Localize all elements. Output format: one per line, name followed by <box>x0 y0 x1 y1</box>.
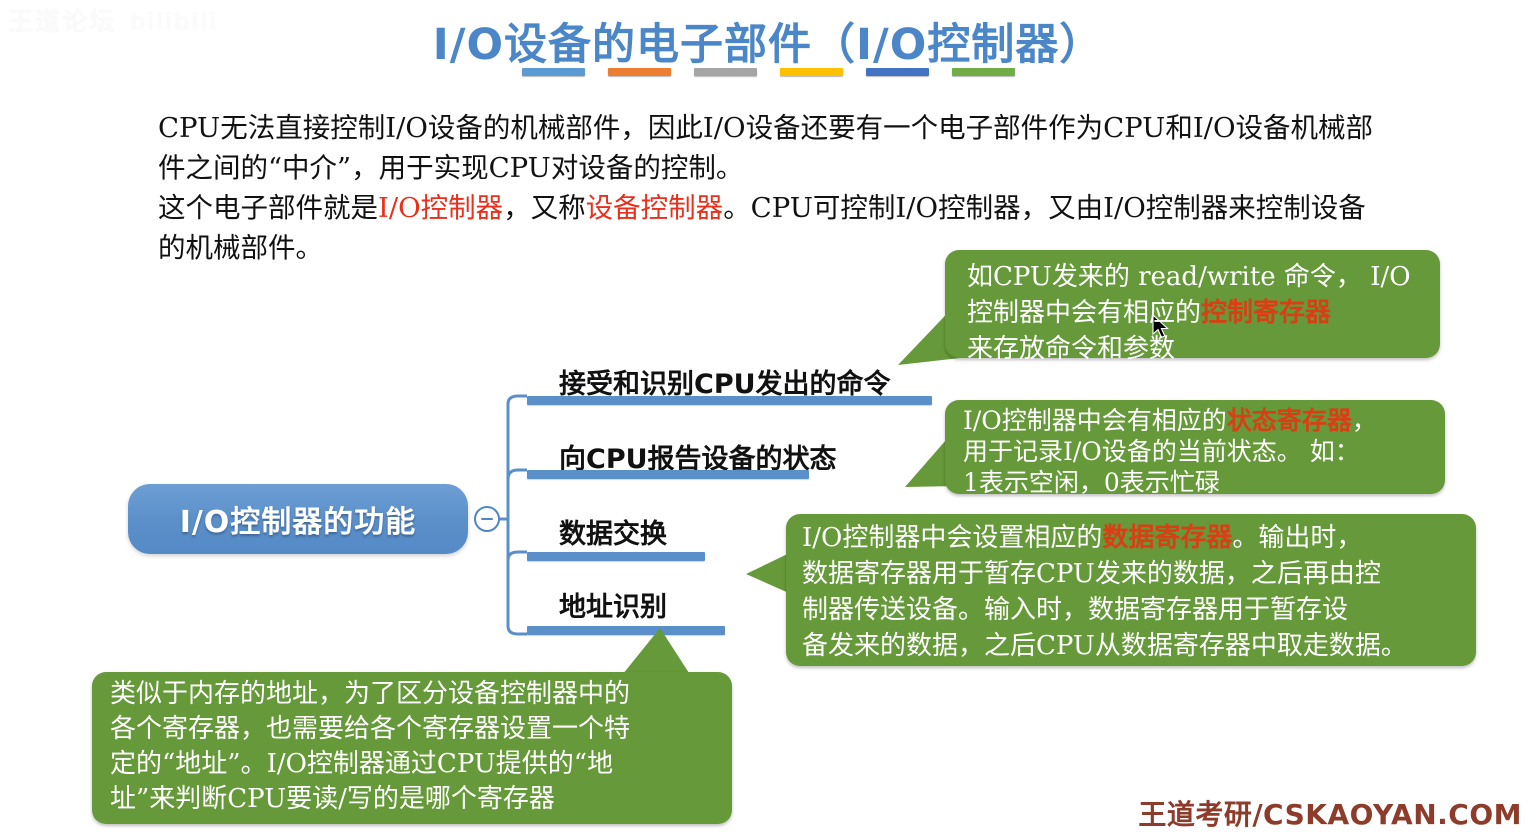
body-paragraph: CPU无法直接控制I/O设备的机械部件，因此I/O设备还要有一个电子部件作为CP… <box>158 108 1448 268</box>
branch-label-data-exchange[interactable]: 数据交换 <box>559 519 667 550</box>
body-highlight-io-controller: I/O控制器 <box>378 192 504 224</box>
callout-4-line-3: 定的“地址”。I/O控制器通过CPU提供的“地 <box>110 749 614 779</box>
accent-bar-2 <box>607 68 671 76</box>
accent-bar-5 <box>865 68 929 76</box>
callout-1-line-2-text: 控制器中会有相应的 <box>967 298 1202 328</box>
callout-2-line-2: 用于记录I/O设备的当前状态。 如： <box>963 437 1360 466</box>
callout-2-line-1: I/O控制器中会有相应的状态寄存器， <box>963 405 1445 436</box>
body-line-3-part-b: ，又称 <box>503 192 586 224</box>
callout-1-line-2: 控制器中会有相应的控制寄存器 <box>967 295 1440 331</box>
callout-3-line-1-text: I/O控制器中会设置相应的 <box>802 523 1103 553</box>
body-line-3-part-a: 这个电子部件就是 <box>158 192 378 224</box>
branch-label-report-status[interactable]: 向CPU报告设备的状态 <box>559 444 837 475</box>
callout-4-line-2: 各个寄存器，也需要给各个寄存器设置一个特 <box>110 714 631 744</box>
status-register-callout: I/O控制器中会有相应的状态寄存器， 用于记录I/O设备的当前状态。 如： 1表… <box>945 400 1445 497</box>
callout-4-line-1: 类似于内存的地址，为了区分设备控制器中的 <box>110 679 631 709</box>
body-line-1: CPU无法直接控制I/O设备的机械部件，因此I/O设备还要有一个电子部件作为CP… <box>158 112 1373 144</box>
callout-3-highlight-data-register: 数据寄存器 <box>1102 523 1233 553</box>
branch-bar-4 <box>527 626 725 635</box>
accent-bar-3 <box>693 68 757 76</box>
page-title: I/O设备的电子部件（I/O控制器） <box>432 20 1104 70</box>
callout-3-line-1-tail: 。输出时， <box>1232 523 1363 553</box>
branch-bar-1 <box>527 396 932 405</box>
body-line-4: 的机械部件。 <box>158 232 323 264</box>
mindmap-root-label: I/O控制器的功能 <box>179 505 417 540</box>
accent-bar-4 <box>779 68 843 76</box>
branch-label-address-recognition[interactable]: 地址识别 <box>559 592 667 623</box>
control-register-callout: 如CPU发来的 read/write 命令， I/O 控制器中会有相应的控制寄存… <box>945 250 1440 364</box>
callout-1-line-1: 如CPU发来的 read/write 命令， I/O <box>967 262 1411 292</box>
connector-branch-2 <box>506 468 527 480</box>
connector-branch-1 <box>506 394 527 405</box>
body-highlight-device-controller: 设备控制器 <box>585 192 724 224</box>
callout-1-highlight-control-register: 控制寄存器 <box>1201 298 1332 328</box>
accent-bar-6 <box>951 68 1015 76</box>
mindmap-root-node[interactable]: I/O控制器的功能 <box>128 484 468 554</box>
body-line-3-part-c: 。CPU可控制I/O控制器，又由I/O控制器来控制设备 <box>723 192 1366 224</box>
callout-3-line-3: 制器传送设备。输入时，数据寄存器用于暂存设 <box>802 595 1349 625</box>
branch-bar-2 <box>527 470 809 479</box>
watermark-bilibili-text: bilibili <box>130 8 219 36</box>
branch-label-accept-commands[interactable]: 接受和识别CPU发出的命令 <box>559 369 891 400</box>
accent-bar-1 <box>521 68 585 76</box>
mouse-pointer-icon <box>1152 314 1169 339</box>
connector-branch-3 <box>506 550 527 561</box>
callout-2-highlight-status-register: 状态寄存器 <box>1226 406 1352 435</box>
collapse-minus-icon[interactable] <box>474 506 500 532</box>
callout-1-line-3: 来存放命令和参数 <box>967 334 1176 364</box>
watermark-top-left: 王道论坛 bilibili <box>8 2 298 36</box>
callout-2-line-1-tail: ， <box>1351 406 1377 435</box>
watermark-forum-text: 王道论坛 <box>8 8 117 36</box>
callout-3-line-4: 备发来的数据，之后CPU从数据寄存器中取走数据。 <box>802 631 1407 661</box>
title-accent-bars <box>0 68 1536 76</box>
brand-watermark: 王道考研/CSKAOYAN.COM <box>1138 798 1522 831</box>
callout-3-line-1: I/O控制器中会设置相应的数据寄存器。输出时， <box>802 520 1476 556</box>
callout-2-line-3: 1表示空闲，0表示忙碌 <box>963 468 1220 497</box>
callout-4-line-4: 址”来判断CPU要读/写的是哪个寄存器 <box>110 784 555 814</box>
callout-3-line-2: 数据寄存器用于暂存CPU发来的数据，之后再由控 <box>802 559 1381 589</box>
address-recognition-callout: 类似于内存的地址，为了区分设备控制器中的 各个寄存器，也需要给各个寄存器设置一个… <box>92 672 732 824</box>
connector-branch-4 <box>506 625 527 636</box>
branch-bar-3 <box>527 552 705 561</box>
body-line-2: 件之间的“中介”，用于实现CPU对设备的控制。 <box>158 152 744 184</box>
body-line-3: 这个电子部件就是I/O控制器，又称设备控制器。CPU可控制I/O控制器，又由I/… <box>158 188 1448 228</box>
data-register-callout: I/O控制器中会设置相应的数据寄存器。输出时， 数据寄存器用于暂存CPU发来的数… <box>786 514 1476 666</box>
callout-2-line-1-text: I/O控制器中会有相应的 <box>963 406 1227 435</box>
